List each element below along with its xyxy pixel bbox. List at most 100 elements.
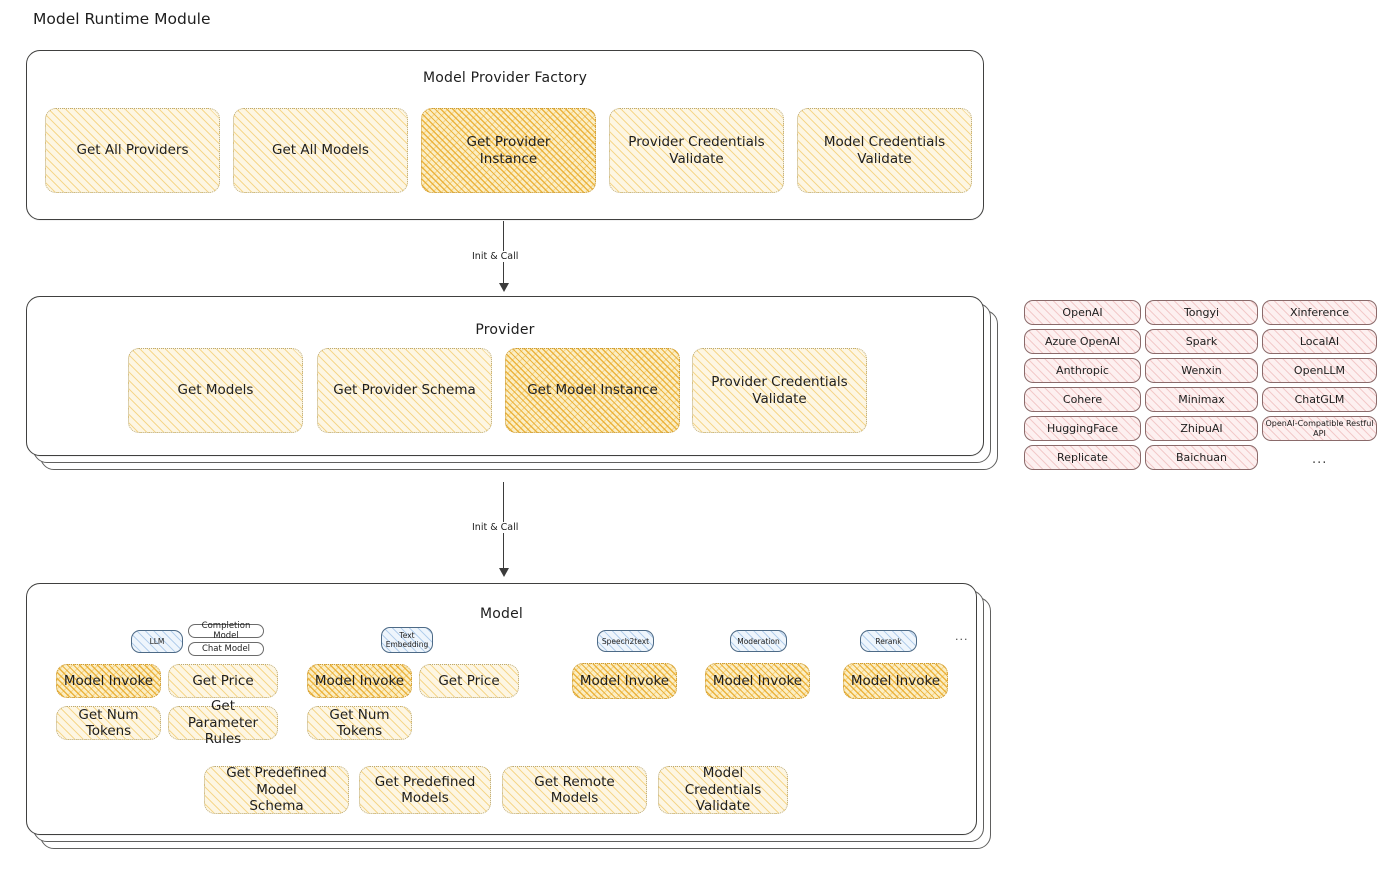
provider-pill-spark[interactable]: Spark bbox=[1145, 329, 1258, 354]
pill-label: OpenAI bbox=[1062, 305, 1103, 319]
provider-list-ellipsis: ... bbox=[1312, 452, 1328, 467]
pill-label: Anthropic bbox=[1056, 363, 1109, 377]
node-label: Model Invoke bbox=[850, 672, 941, 689]
node-label: Get Price bbox=[192, 672, 254, 689]
provider-pill-azure-openai[interactable]: Azure OpenAI bbox=[1024, 329, 1141, 354]
provider-pill-openllm[interactable]: OpenLLM bbox=[1262, 358, 1377, 383]
node-label: Provider Credentials Validate bbox=[628, 134, 765, 167]
pill-label: Completion Model bbox=[201, 620, 251, 641]
model-type-badge-text-embedding[interactable]: Text Embedding bbox=[381, 627, 433, 653]
pill-label: Rerank bbox=[875, 636, 902, 646]
provider-pill-cohere[interactable]: Cohere bbox=[1024, 387, 1141, 412]
rerank-node-model-invoke[interactable]: Model Invoke bbox=[843, 663, 948, 699]
speech2text-node-model-invoke[interactable]: Model Invoke bbox=[572, 663, 677, 699]
node-label: Model Invoke bbox=[712, 672, 803, 689]
arrow-factory-to-provider-head bbox=[499, 283, 509, 292]
provider-pill-minimax[interactable]: Minimax bbox=[1145, 387, 1258, 412]
pill-label: LocalAI bbox=[1299, 334, 1340, 348]
provider-pill-huggingface[interactable]: HuggingFace bbox=[1024, 416, 1141, 441]
provider-node-get-model-instance[interactable]: Get Model Instance bbox=[505, 348, 680, 433]
provider-node-get-models[interactable]: Get Models bbox=[128, 348, 303, 433]
pill-label: Moderation bbox=[737, 636, 780, 646]
node-label: Model Credentials Validate bbox=[684, 765, 762, 815]
pill-label: Baichuan bbox=[1175, 450, 1228, 464]
moderation-node-model-invoke[interactable]: Model Invoke bbox=[705, 663, 810, 699]
pill-label: Azure OpenAI bbox=[1045, 334, 1120, 348]
factory-node-get-provider-instance[interactable]: Get Provider Instance bbox=[421, 108, 596, 193]
model-title: Model bbox=[479, 606, 524, 622]
node-label: Provider Credentials Validate bbox=[711, 374, 848, 407]
model-common-node-get-predefined-model-schema[interactable]: Get Predefined Model Schema bbox=[204, 765, 349, 815]
arrow-provider-to-model-label: Init & Call bbox=[469, 522, 522, 533]
pill-label: ZhipuAI bbox=[1180, 421, 1223, 435]
model-tag-chat-model[interactable]: Chat Model bbox=[188, 642, 264, 656]
model-common-node-model-credentials-validate[interactable]: Model Credentials Validate bbox=[658, 765, 788, 815]
node-label: Get Num Tokens bbox=[78, 706, 139, 739]
model-provider-factory-panel: Model Provider Factory Get All Providers… bbox=[26, 50, 984, 220]
arrow-provider-to-model-head bbox=[499, 568, 509, 577]
pill-label: LLM bbox=[149, 637, 165, 646]
factory-node-get-all-models[interactable]: Get All Models bbox=[233, 108, 408, 193]
provider-pill-xinference[interactable]: Xinference bbox=[1262, 300, 1377, 325]
provider-pill-wenxin[interactable]: Wenxin bbox=[1145, 358, 1258, 383]
pill-label: Minimax bbox=[1178, 392, 1225, 406]
model-type-badge-rerank[interactable]: Rerank bbox=[860, 630, 917, 652]
provider-pill-chatglm[interactable]: ChatGLM bbox=[1262, 387, 1377, 412]
model-type-badge-llm[interactable]: LLM bbox=[131, 630, 183, 653]
provider-node-provider-credentials-validate[interactable]: Provider Credentials Validate bbox=[692, 348, 867, 433]
node-label: Model Credentials Validate bbox=[823, 134, 946, 167]
node-label: Model Invoke bbox=[63, 672, 154, 689]
provider-pill-tongyi[interactable]: Tongyi bbox=[1145, 300, 1258, 325]
pill-label: Text Embedding bbox=[385, 631, 429, 649]
page-title: Model Runtime Module bbox=[33, 10, 211, 28]
factory-node-provider-credentials-validate[interactable]: Provider Credentials Validate bbox=[609, 108, 784, 193]
pill-label: Cohere bbox=[1062, 392, 1103, 406]
provider-pill-replicate[interactable]: Replicate bbox=[1024, 445, 1141, 470]
model-panel: Model LLM Completion Model Chat Model Mo… bbox=[26, 583, 977, 835]
node-label: Get Predefined Models bbox=[374, 773, 476, 806]
model-type-badge-moderation[interactable]: Moderation bbox=[730, 630, 787, 652]
model-type-badge-speech2text[interactable]: Speech2text bbox=[597, 630, 654, 652]
node-label: Get All Models bbox=[272, 142, 369, 159]
provider-pill-localai[interactable]: LocalAI bbox=[1262, 329, 1377, 354]
node-label: Get Predefined Model Schema bbox=[226, 765, 327, 815]
node-label: Get Remote Models bbox=[534, 773, 615, 806]
node-label: Get Price bbox=[438, 672, 500, 689]
pill-label: Xinference bbox=[1289, 305, 1350, 319]
provider-node-get-provider-schema[interactable]: Get Provider Schema bbox=[317, 348, 492, 433]
llm-node-model-invoke[interactable]: Model Invoke bbox=[56, 664, 161, 698]
model-common-node-get-predefined-models[interactable]: Get Predefined Models bbox=[359, 766, 491, 814]
pill-label: OpenLLM bbox=[1293, 363, 1346, 377]
provider-pill-anthropic[interactable]: Anthropic bbox=[1024, 358, 1141, 383]
text-embedding-node-get-price[interactable]: Get Price bbox=[419, 664, 519, 698]
provider-pill-openai-compatible-restful-api[interactable]: OpenAI-Compatible Restful API bbox=[1262, 416, 1377, 441]
model-common-node-get-remote-models[interactable]: Get Remote Models bbox=[502, 766, 647, 814]
pill-label: OpenAI-Compatible Restful API bbox=[1265, 418, 1374, 438]
factory-node-get-all-providers[interactable]: Get All Providers bbox=[45, 108, 220, 193]
node-label: Get Provider Instance bbox=[466, 134, 551, 167]
llm-node-get-parameter-rules[interactable]: Get Parameter Rules bbox=[168, 698, 278, 747]
arrow-factory-to-provider-label: Init & Call bbox=[469, 251, 522, 262]
node-label: Get Model Instance bbox=[527, 382, 658, 399]
provider-panel: Provider Get Models Get Provider Schema … bbox=[26, 296, 984, 456]
provider-pill-openai[interactable]: OpenAI bbox=[1024, 300, 1141, 325]
pill-label: HuggingFace bbox=[1046, 421, 1119, 435]
pill-label: Spark bbox=[1185, 334, 1218, 348]
model-tag-completion-model[interactable]: Completion Model bbox=[188, 620, 264, 641]
node-label: Get Parameter Rules bbox=[187, 698, 259, 748]
provider-pill-baichuan[interactable]: Baichuan bbox=[1145, 445, 1258, 470]
provider-pill-zhipuai[interactable]: ZhipuAI bbox=[1145, 416, 1258, 441]
model-provider-factory-title: Model Provider Factory bbox=[422, 70, 588, 86]
factory-node-model-credentials-validate[interactable]: Model Credentials Validate bbox=[797, 108, 972, 193]
text-embedding-node-get-num-tokens[interactable]: Get Num Tokens bbox=[307, 706, 412, 740]
node-label: Get Num Tokens bbox=[329, 706, 390, 739]
provider-title: Provider bbox=[475, 322, 535, 338]
pill-label: Replicate bbox=[1057, 450, 1108, 464]
pill-label: Tongyi bbox=[1183, 305, 1220, 319]
llm-node-get-price[interactable]: Get Price bbox=[168, 664, 278, 698]
pill-label: Wenxin bbox=[1181, 363, 1222, 377]
text-embedding-node-model-invoke[interactable]: Model Invoke bbox=[307, 664, 412, 698]
llm-node-get-num-tokens[interactable]: Get Num Tokens bbox=[56, 706, 161, 740]
node-label: Get Provider Schema bbox=[333, 382, 476, 399]
